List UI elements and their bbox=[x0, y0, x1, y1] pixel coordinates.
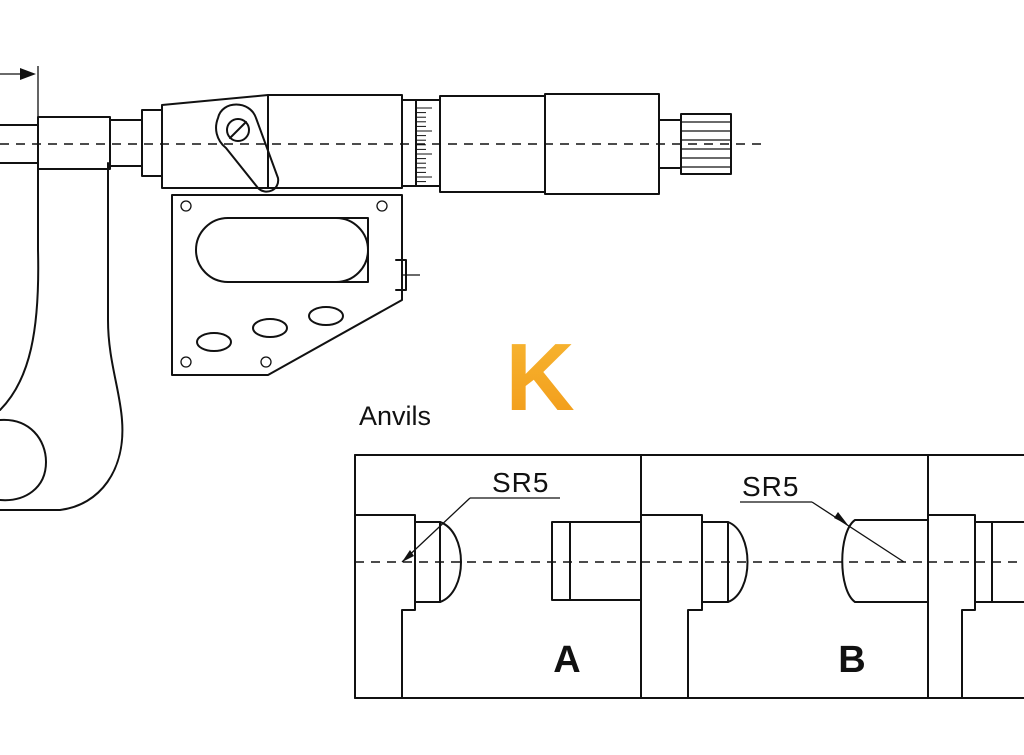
radius-callout-b: SR5 bbox=[742, 471, 799, 502]
brand-logo: K bbox=[505, 324, 574, 431]
spindle bbox=[37, 109, 163, 177]
thimble bbox=[415, 93, 732, 195]
panel-letter-b: B bbox=[838, 639, 865, 681]
section-label: Anvils bbox=[359, 401, 431, 431]
lock-lever bbox=[215, 103, 280, 193]
micrometer-frame bbox=[0, 124, 124, 511]
display-housing bbox=[171, 194, 420, 376]
dimension-arrow bbox=[0, 66, 39, 140]
panel-letter-a: A bbox=[553, 639, 580, 681]
micrometer-body bbox=[161, 94, 417, 189]
anvil-panel-a: SR5 A bbox=[354, 467, 642, 699]
anvil-panel-b: SR5 B bbox=[640, 471, 929, 699]
anvil-panels bbox=[354, 454, 1024, 699]
radius-callout-a: SR5 bbox=[492, 467, 549, 498]
anvil-panel-partial bbox=[927, 514, 1024, 699]
